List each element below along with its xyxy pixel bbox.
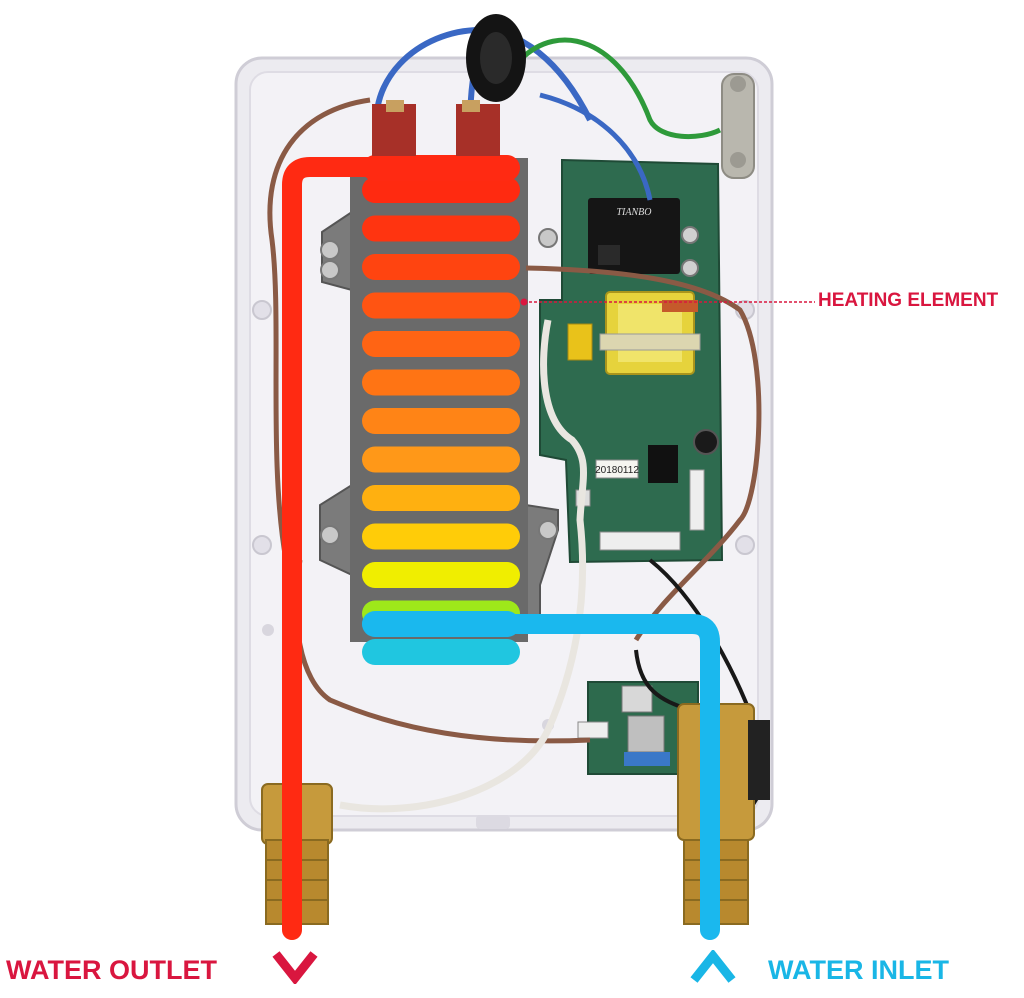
heating-element-label: HEATING ELEMENT: [818, 290, 999, 311]
control-board: TIANBO 20180112: [539, 158, 724, 564]
heater-bar: [362, 369, 520, 396]
mounting-bracket: [721, 73, 755, 179]
heater-bar: [362, 331, 520, 357]
heater-bar: [362, 254, 520, 280]
water-inlet-label: WATER INLET: [768, 955, 949, 985]
heater-bar: [362, 292, 520, 319]
water-outlet-label: WATER OUTLET: [6, 955, 217, 985]
pcb-date-code: 20180112: [595, 465, 639, 476]
chevron-down-icon: [272, 951, 318, 984]
heater-bar-top: [362, 155, 520, 181]
heater-bar: [362, 408, 520, 434]
relay-brand: TIANBO: [617, 207, 652, 218]
heating-element-leader-dot: [520, 298, 528, 306]
hot-water-pipe: [282, 157, 382, 940]
heater-bar: [362, 215, 520, 242]
heater-bar: [362, 562, 520, 588]
cold-water-pipe: [362, 614, 720, 940]
heater-bar: [362, 177, 520, 203]
heater-bar: [362, 446, 520, 473]
heater-bar: [362, 485, 520, 511]
heater-bar: [362, 523, 520, 550]
chevron-up-icon: [690, 950, 736, 983]
heater-bar: [362, 639, 520, 665]
